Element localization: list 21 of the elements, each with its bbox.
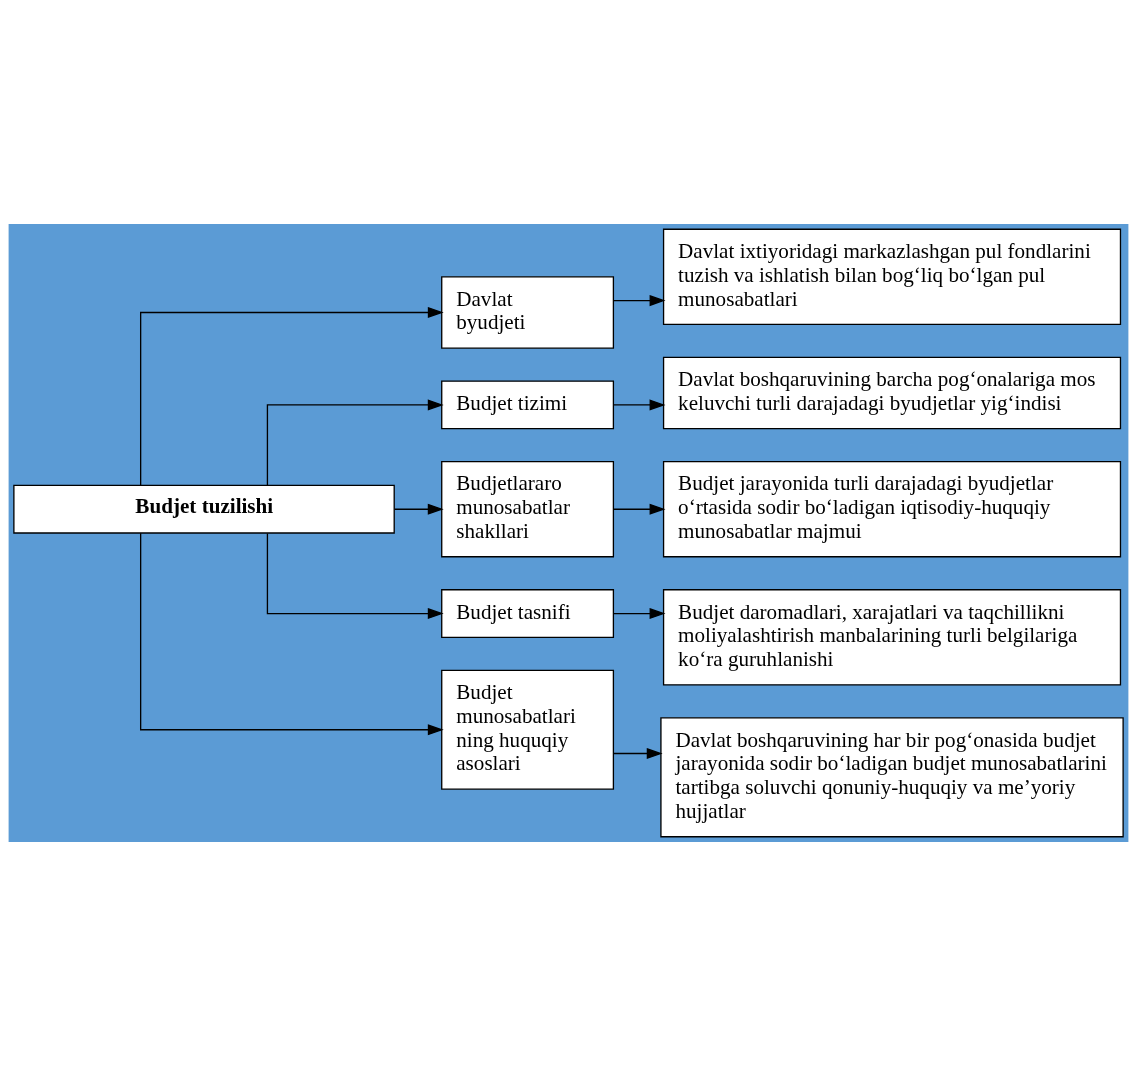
node-box: Davlat ixtiyoridagi markazlashgan pul fondlarini tuzish va ishlatish bilan bog‘liq bo‘lgan pul munosabatlari [662, 228, 1122, 325]
arrow [266, 532, 444, 619]
node-box: Budjet tasnifi [441, 588, 615, 638]
node-box: Budjetlararo munosabatlar shakllari [441, 460, 615, 557]
node-box: Budjet jarayonida turli darajadagi byudjetlar o‘rtasida sodir bo‘ladigan iqtisodiy-huquqiy munosabatlar majmui [662, 460, 1122, 557]
arrow [612, 503, 666, 515]
node-box: Davlat boshqaruvining barcha pog‘onalariga mos keluvchi turli darajadagi byudjetlar yig‘indisi [662, 356, 1122, 429]
arrow [612, 398, 666, 410]
arrow [140, 306, 444, 486]
node-box: Budjet munosabatlari ning huquqiy asoslari [441, 669, 615, 790]
arrow [612, 294, 666, 306]
arrow [393, 503, 444, 515]
arrow [266, 398, 444, 486]
node-box: Davlat boshqaruvining har bir pog‘onasida budjet jarayonida sodir bo‘ladigan budjet munosabatlarini tartibga soluvchi qonuniy-huquqiy va me’yoriy hujjatlar [660, 716, 1124, 837]
node-box: Budjet tizimi [441, 379, 615, 429]
arrow [612, 607, 666, 619]
node-box: Davlat byudjeti [441, 275, 615, 349]
node-box: Budjet daromadlari, xarajatlari va taqchillikni moliyalashtirish manbalarining turli belgilariga ko‘ra guruhlanishi [662, 588, 1122, 685]
arrow [612, 747, 663, 759]
node-box: Budjet tuzilishi [13, 484, 395, 534]
arrow [140, 532, 444, 735]
